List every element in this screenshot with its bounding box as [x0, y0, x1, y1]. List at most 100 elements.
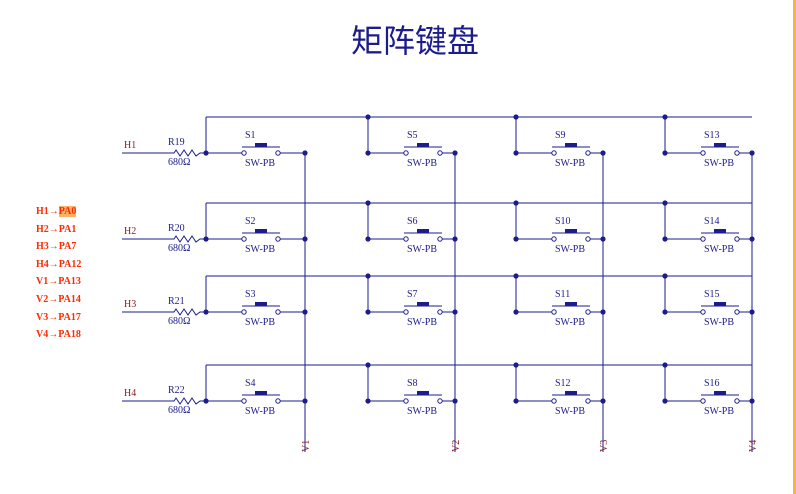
switch-ref: S9 [555, 130, 566, 141]
junction-dot [662, 398, 668, 404]
switch-pin [700, 150, 706, 156]
switch-ref: S4 [245, 378, 256, 389]
switch-pin [700, 398, 706, 404]
switch-ref: S14 [704, 216, 720, 227]
pin-map-signal: V3→ [36, 311, 59, 323]
switch-plunger [565, 229, 577, 233]
junction-dot [749, 398, 755, 404]
resistor-ref: R19 [168, 137, 185, 148]
switch-pin [700, 236, 706, 242]
switch-type: SW-PB [704, 317, 734, 328]
resistor-ref: R20 [168, 223, 185, 234]
switch-plunger [255, 391, 267, 395]
switch-type: SW-PB [407, 406, 437, 417]
pin-map-pin: PA0 [58, 206, 77, 217]
junction-dot [513, 114, 519, 120]
junction-dot [302, 150, 308, 156]
junction-dot [365, 236, 371, 242]
junction-dot [452, 309, 458, 315]
switch-type: SW-PB [407, 158, 437, 169]
pin-map-pin: PA17 [58, 311, 81, 323]
row-net-label: H3 [124, 299, 136, 310]
switch-pin [551, 309, 557, 315]
pin-map-pin: PA13 [58, 276, 81, 288]
switch-ref: S6 [407, 216, 418, 227]
junction-dot [600, 398, 606, 404]
pin-map-item: V4→PA18 [36, 326, 81, 344]
junction-dot [365, 309, 371, 315]
switch-plunger [417, 143, 429, 147]
junction-dot [662, 200, 668, 206]
switch-ref: S16 [704, 378, 720, 389]
switch-type: SW-PB [555, 158, 585, 169]
resistor-value: 680Ω [168, 405, 190, 416]
junction-dot [749, 309, 755, 315]
junction-dot [749, 150, 755, 156]
switch-plunger [417, 391, 429, 395]
switch-type: SW-PB [245, 317, 275, 328]
junction-dot [513, 362, 519, 368]
switch-type: SW-PB [245, 158, 275, 169]
switch-plunger [714, 391, 726, 395]
resistor-icon [170, 397, 206, 405]
junction-dot [662, 114, 668, 120]
switch-pin [437, 398, 443, 404]
switch-ref: S8 [407, 378, 418, 389]
switch-pin [275, 309, 281, 315]
pin-map-item: H2→PA1 [36, 221, 81, 239]
column-label: V4 [748, 440, 759, 452]
pin-map-item: H4→PA12 [36, 256, 81, 274]
switch-pin [585, 398, 591, 404]
switch-pin [241, 309, 247, 315]
switch-pin [551, 236, 557, 242]
switch-pin [437, 150, 443, 156]
junction-dot [662, 273, 668, 279]
switch-pin [734, 150, 740, 156]
switch-ref: S15 [704, 289, 720, 300]
junction-dot [302, 309, 308, 315]
switch-type: SW-PB [704, 244, 734, 255]
schematic-title: 矩阵键盘 [350, 22, 479, 60]
switch-pin [734, 309, 740, 315]
junction-dot [600, 236, 606, 242]
switch-pin [403, 236, 409, 242]
junction-dot [513, 273, 519, 279]
column-label: V3 [599, 440, 610, 452]
junction-dot [302, 398, 308, 404]
resistor-value: 680Ω [168, 243, 190, 254]
switch-type: SW-PB [407, 317, 437, 328]
resistor-value: 680Ω [168, 316, 190, 327]
resistor-icon [170, 235, 206, 243]
switch-type: SW-PB [555, 406, 585, 417]
pin-map-item: V1→PA13 [36, 273, 81, 291]
pin-map-pin: PA7 [58, 241, 77, 253]
junction-dot [513, 200, 519, 206]
switch-plunger [255, 143, 267, 147]
pin-map-signal: H1→ [36, 206, 59, 217]
junction-dot [662, 309, 668, 315]
switch-pin [241, 236, 247, 242]
pin-map-item: V3→PA17 [36, 309, 81, 327]
switch-ref: S13 [704, 130, 720, 141]
switch-pin [241, 398, 247, 404]
row-net-label: H1 [124, 140, 136, 151]
pin-map-pin: PA14 [58, 293, 81, 305]
junction-dot [302, 236, 308, 242]
pin-map-pin: PA1 [58, 223, 77, 235]
resistor-value: 680Ω [168, 157, 190, 168]
junction-dot [365, 398, 371, 404]
pin-map-pin: PA12 [58, 258, 82, 270]
junction-dot [662, 236, 668, 242]
switch-type: SW-PB [245, 406, 275, 417]
switch-pin [437, 309, 443, 315]
switch-ref: S3 [245, 289, 256, 300]
junction-dot [365, 200, 371, 206]
pin-map-item: V2→PA14 [36, 291, 81, 309]
junction-dot [513, 150, 519, 156]
resistor-icon [170, 308, 206, 316]
junction-dot [452, 236, 458, 242]
junction-dot [600, 309, 606, 315]
junction-dot [452, 398, 458, 404]
